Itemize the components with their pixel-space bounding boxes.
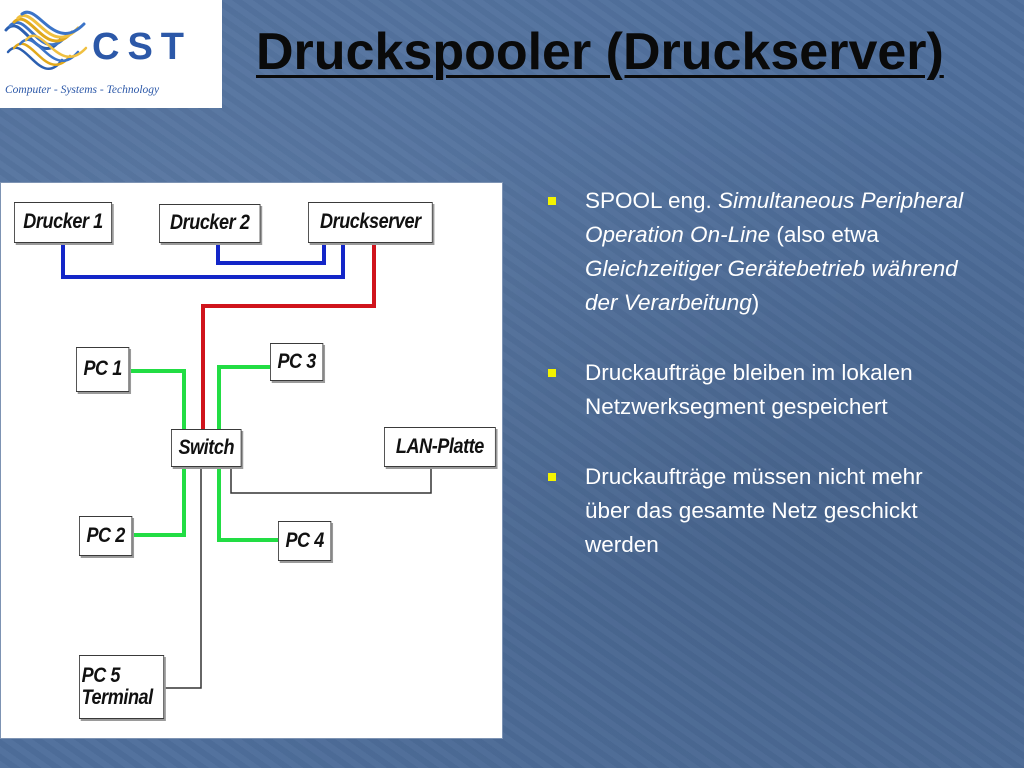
terminal-label: Terminal <box>81 686 154 709</box>
pc5-link-line <box>161 463 202 689</box>
switch-node: Switch <box>171 429 242 467</box>
cst-logo: CST Computer - Systems - Technology <box>0 0 222 108</box>
bullet-spool-german: Gleichzeitiger Gerätebetrieb während der… <box>585 256 958 315</box>
bullet-list: SPOOL eng. Simultaneous Peripheral Opera… <box>548 184 968 598</box>
drucker2-link-line <box>216 243 326 265</box>
bullet-local-segment-text: Druckaufträge bleiben im lokalen Netzwer… <box>585 360 913 419</box>
lan-link-line <box>230 463 432 494</box>
drucker1-node: Drucker 1 <box>14 202 113 243</box>
logo-tagline: Computer - Systems - Technology <box>5 84 160 96</box>
pc3-node: PC 3 <box>270 343 324 381</box>
pc5-terminal-node: PC 5 Terminal <box>79 655 165 719</box>
printer-bus-line <box>61 243 345 279</box>
bullet-spool-prefix: SPOOL eng. <box>585 188 718 213</box>
bullet-whole-network-text: Druckaufträge müssen nicht mehr über das… <box>585 464 923 557</box>
bullet-spool: SPOOL eng. Simultaneous Peripheral Opera… <box>548 184 968 320</box>
bullet-local-segment: Druckaufträge bleiben im lokalen Netzwer… <box>548 356 968 424</box>
pc1-link-line <box>130 369 186 431</box>
server-link-line <box>201 243 376 431</box>
bullet-square-icon <box>548 473 556 481</box>
pc4-link-line <box>217 463 278 542</box>
slide-title: Druckspooler (Druckserver) <box>256 23 944 81</box>
pc2-link-line <box>133 463 186 537</box>
connection-lines <box>61 243 432 689</box>
bullet-spool-english: Simultaneous Peripheral Operation On-Lin… <box>585 188 964 247</box>
bullet-spool-mid: (also etwa <box>770 222 879 247</box>
pc2-node: PC 2 <box>79 516 133 556</box>
bullet-whole-network: Druckaufträge müssen nicht mehr über das… <box>548 460 968 562</box>
network-diagram: Drucker 1 Drucker 2 Druckserver PC 1 PC … <box>1 183 502 738</box>
bullet-spool-suffix: ) <box>751 290 760 315</box>
lan-platte-node: LAN-Platte <box>384 427 496 467</box>
pc4-node: PC 4 <box>278 521 332 561</box>
logo-brand: CST <box>92 26 192 68</box>
bullet-square-icon <box>548 369 556 377</box>
cst-wave-logo-icon <box>4 10 88 70</box>
pc1-node: PC 1 <box>76 347 130 392</box>
bullet-square-icon <box>548 197 556 205</box>
pc5-label: PC 5 <box>81 663 121 687</box>
drucker2-node: Drucker 2 <box>159 204 261 243</box>
pc3-link-line <box>217 365 271 431</box>
druckserver-node: Druckserver <box>308 202 433 243</box>
